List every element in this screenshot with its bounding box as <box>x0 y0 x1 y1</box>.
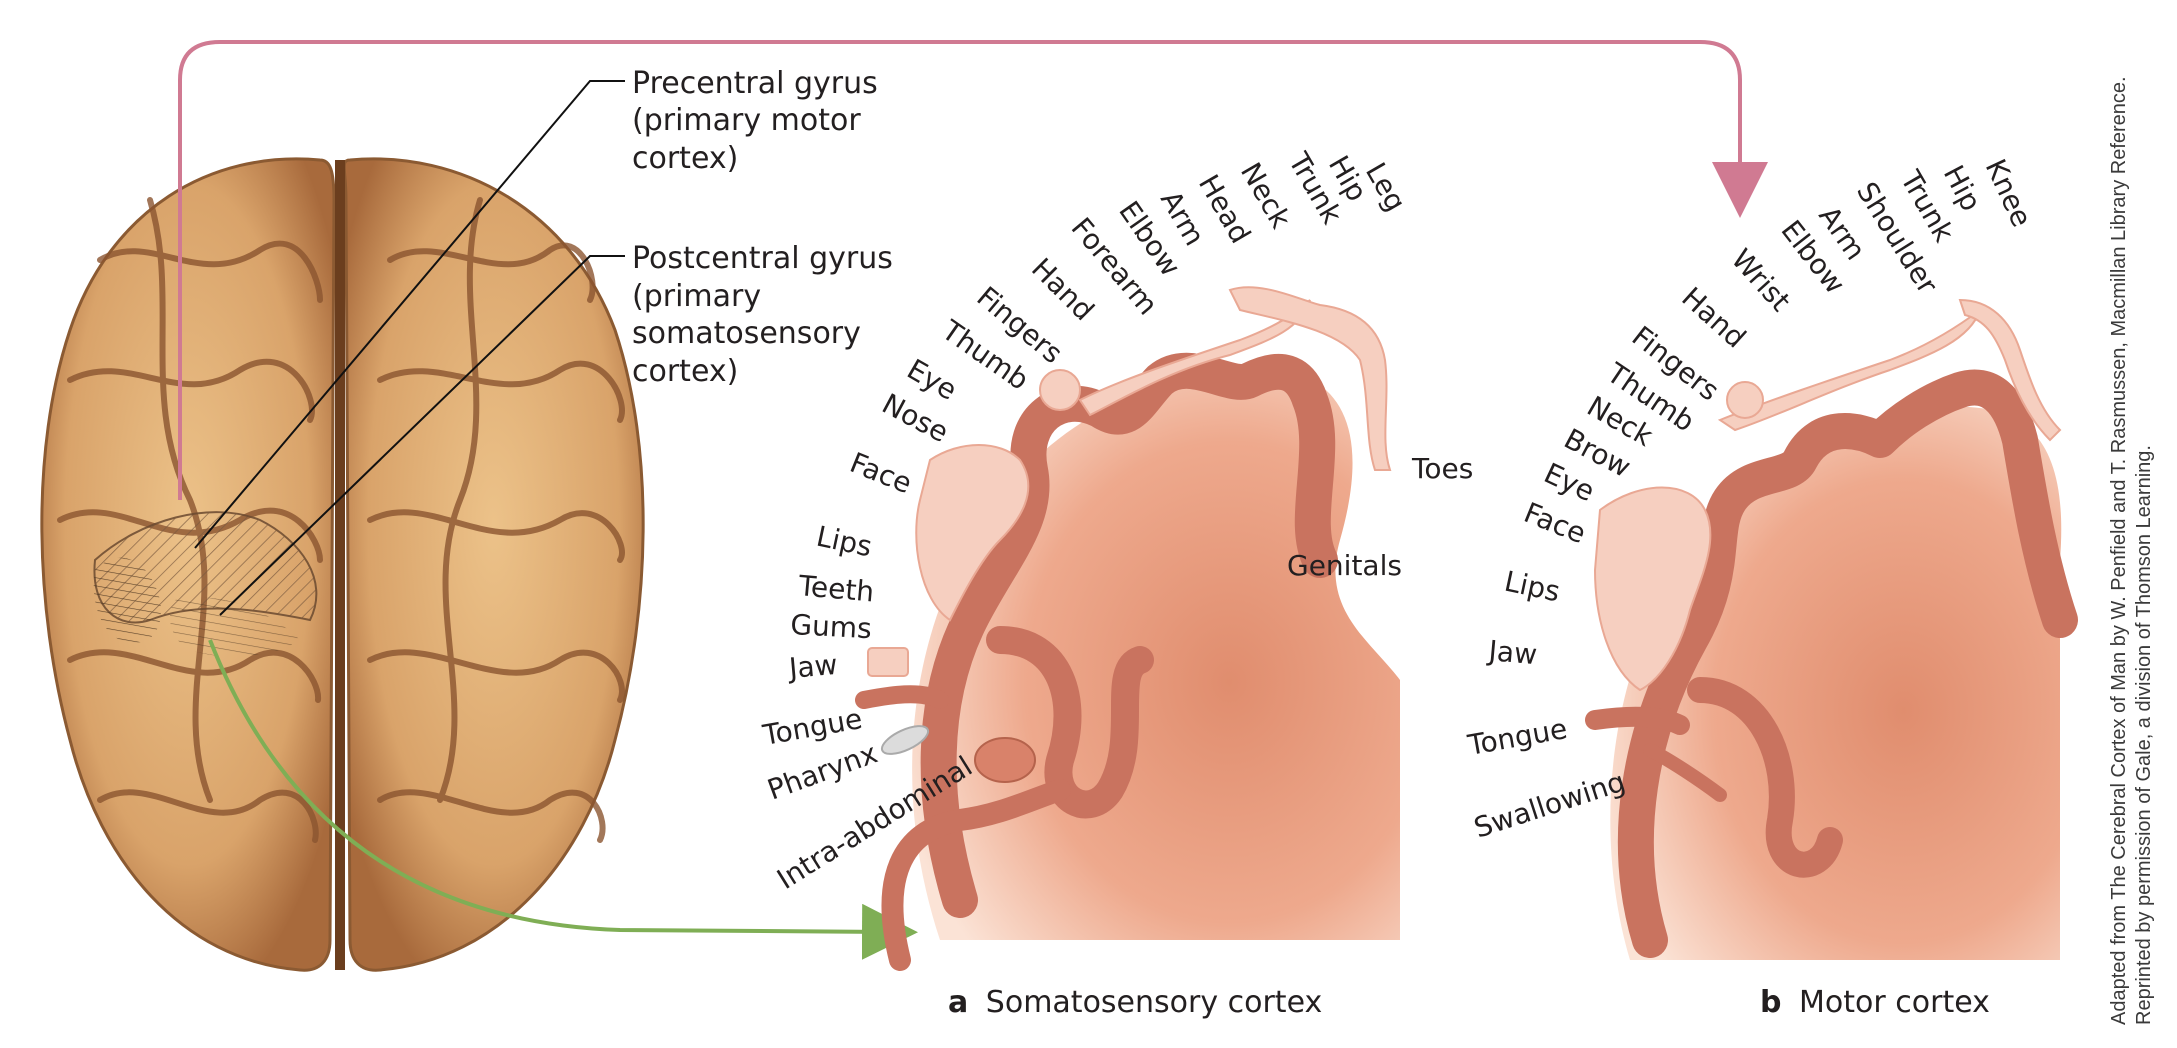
motor-section <box>1585 298 2078 960</box>
m-hand: Hand <box>1675 281 1752 355</box>
m-tongue: Tongue <box>1465 712 1570 762</box>
svg-text:Reprinted by permission of Gal: Reprinted by permission of Gale, a divis… <box>2133 445 2155 1025</box>
m-lips: Lips <box>1502 565 1563 609</box>
sensory-arrow <box>208 639 918 960</box>
image-credit: Adapted from The Cerebral Cortex of Man … <box>2108 76 2155 1025</box>
sensory-homunculus <box>867 286 1392 677</box>
svg-text:(primary: (primary <box>632 279 761 314</box>
svg-text:somatosensory: somatosensory <box>632 316 861 351</box>
precentral-label: Precentral gyrus (primary motor cortex) <box>632 66 878 176</box>
svg-text:Precentral gyrus: Precentral gyrus <box>632 66 878 101</box>
m-knee: Knee <box>1979 154 2039 232</box>
m-wrist: Wrist <box>1725 243 1797 318</box>
s-jaw: Jaw <box>786 648 839 685</box>
svg-text:(primary motor: (primary motor <box>632 103 861 138</box>
s-teeth: Teeth <box>796 569 875 609</box>
svg-text:cortex): cortex) <box>632 141 738 176</box>
caption-somatosensory: a Somatosensory cortex <box>948 985 1322 1020</box>
s-genitals: Genitals <box>1287 549 1402 582</box>
m-jaw: Jaw <box>1485 634 1538 671</box>
s-gums: Gums <box>790 608 873 645</box>
motor-homunculus <box>1593 298 2062 692</box>
brain-top-view <box>40 157 645 972</box>
s-face: Face <box>845 446 916 500</box>
s-hand: Hand <box>1025 252 1100 327</box>
postcentral-label: Postcentral gyrus (primary somatosensory… <box>632 241 893 389</box>
s-toes: Toes <box>1411 452 1473 485</box>
svg-text:cortex): cortex) <box>632 354 738 389</box>
leader-lines <box>194 80 625 616</box>
motor-arrow <box>178 40 1768 500</box>
somatosensory-section <box>855 286 1400 971</box>
m-swallowing: Swallowing <box>1470 765 1629 845</box>
s-lips: Lips <box>814 520 875 564</box>
svg-text:Postcentral gyrus: Postcentral gyrus <box>632 241 893 276</box>
caption-motor: b Motor cortex <box>1760 985 1990 1020</box>
svg-text:Adapted from The Cerebral Cort: Adapted from The Cerebral Cortex of Man … <box>2108 76 2130 1025</box>
